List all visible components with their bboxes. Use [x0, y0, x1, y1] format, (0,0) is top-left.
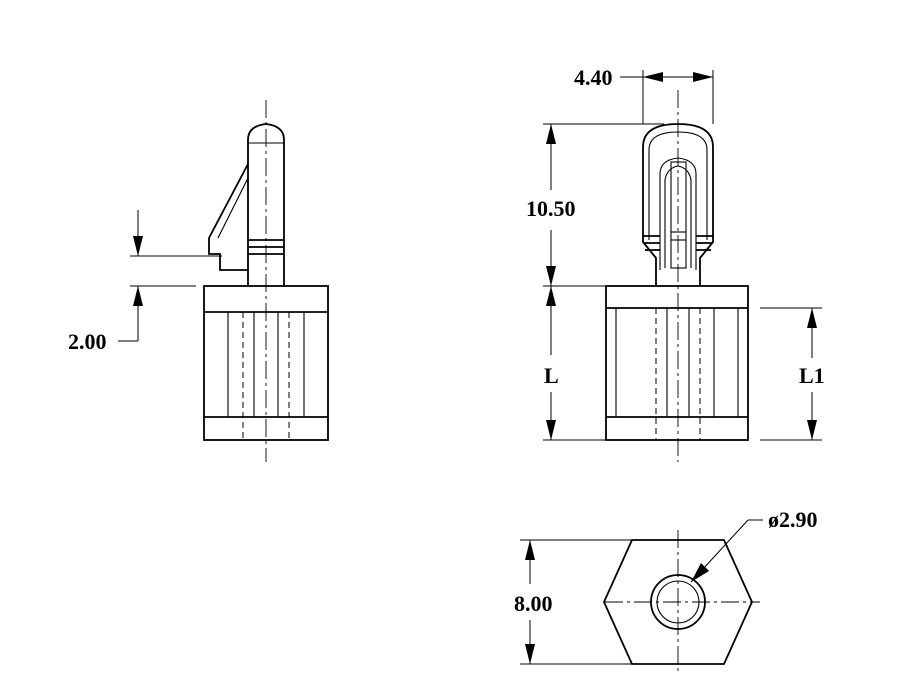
front-arrow-l1-top [807, 308, 817, 328]
dim-length-body-label: L1 [799, 363, 825, 388]
side-pin-outline [247, 123, 285, 285]
front-dim-l1: L1 [760, 307, 825, 441]
top-bore-inner [656, 580, 700, 624]
side-latch-inner [217, 177, 249, 239]
front-arrow-left [643, 72, 663, 82]
top-bore-outer [650, 574, 706, 630]
front-head-inner-1 [648, 131, 708, 240]
dim-length-label: L [544, 363, 559, 388]
front-arrow-right [693, 72, 713, 82]
front-head-inner-2 [659, 157, 697, 270]
dim-slot-height-label: 2.00 [68, 329, 107, 354]
top-leader-arrow [691, 563, 709, 582]
side-body-outline [203, 285, 329, 441]
front-arrow-l-top [546, 286, 556, 306]
top-dim-8-00: 8.00 [514, 539, 632, 665]
front-arrow-head-top [546, 124, 556, 144]
side-arrow-up [133, 286, 143, 306]
side-arrow-down [133, 236, 143, 256]
front-arrow-head-bottom [546, 266, 556, 286]
front-dim-10-50: 10.50 [526, 123, 664, 287]
front-head-inner-3 [664, 165, 692, 268]
side-view: 2.00 [68, 100, 329, 462]
front-slot [670, 161, 687, 269]
side-latch-outline [208, 163, 249, 271]
front-view: 4.40 10.50 L L1 [526, 65, 825, 462]
dim-bore-diameter-label: ø2.90 [768, 507, 818, 532]
dim-head-height-label: 10.50 [526, 196, 576, 221]
front-arrow-l-bottom [546, 420, 556, 440]
top-hexagon [603, 539, 753, 665]
front-body-outline [605, 285, 749, 441]
top-dim-bore: ø2.90 [690, 507, 818, 583]
front-head-outer [642, 123, 714, 286]
front-dim-4-40: 4.40 [574, 65, 714, 124]
dim-head-width-label: 4.40 [574, 65, 613, 90]
side-dim-2-00: 2.00 [68, 210, 222, 354]
front-arrow-l1-bottom [807, 420, 817, 440]
top-view: ø2.90 8.00 [514, 507, 818, 675]
front-dim-l: L [543, 286, 606, 441]
top-arrow-bottom [525, 644, 535, 664]
dim-hex-across-flats-label: 8.00 [514, 591, 553, 616]
top-arrow-top [525, 540, 535, 560]
